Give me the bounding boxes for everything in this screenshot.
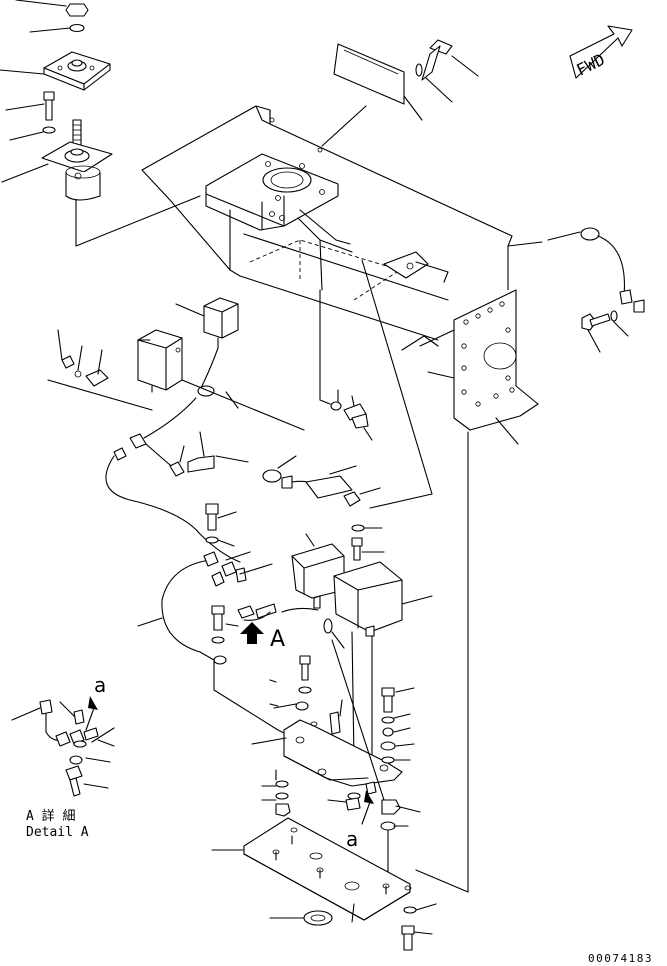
ref-a-upper: a xyxy=(94,673,106,697)
view-a-label: A xyxy=(270,627,285,652)
detail-title-jp: A 詳 細 xyxy=(26,808,75,824)
up-arrow-icon xyxy=(240,622,264,644)
ref-a-lower-group: a xyxy=(346,790,374,851)
ref-a-lower: a xyxy=(346,827,358,851)
middle-left-parts xyxy=(47,259,433,563)
upper-left-parts xyxy=(0,0,201,247)
work-lamps xyxy=(281,533,433,771)
lower-bracket xyxy=(251,639,421,891)
main-frame xyxy=(141,105,645,445)
base-plate xyxy=(211,431,469,951)
drawing-number: 00074183 xyxy=(588,952,653,965)
middle-fasteners: A xyxy=(137,524,385,737)
forward-arrow-icon xyxy=(569,25,633,79)
detail-title-en: Detail A xyxy=(26,825,89,840)
detail-a: a A 詳 細 Detail A xyxy=(11,673,115,840)
upper-right-parts: FWD xyxy=(321,25,633,147)
